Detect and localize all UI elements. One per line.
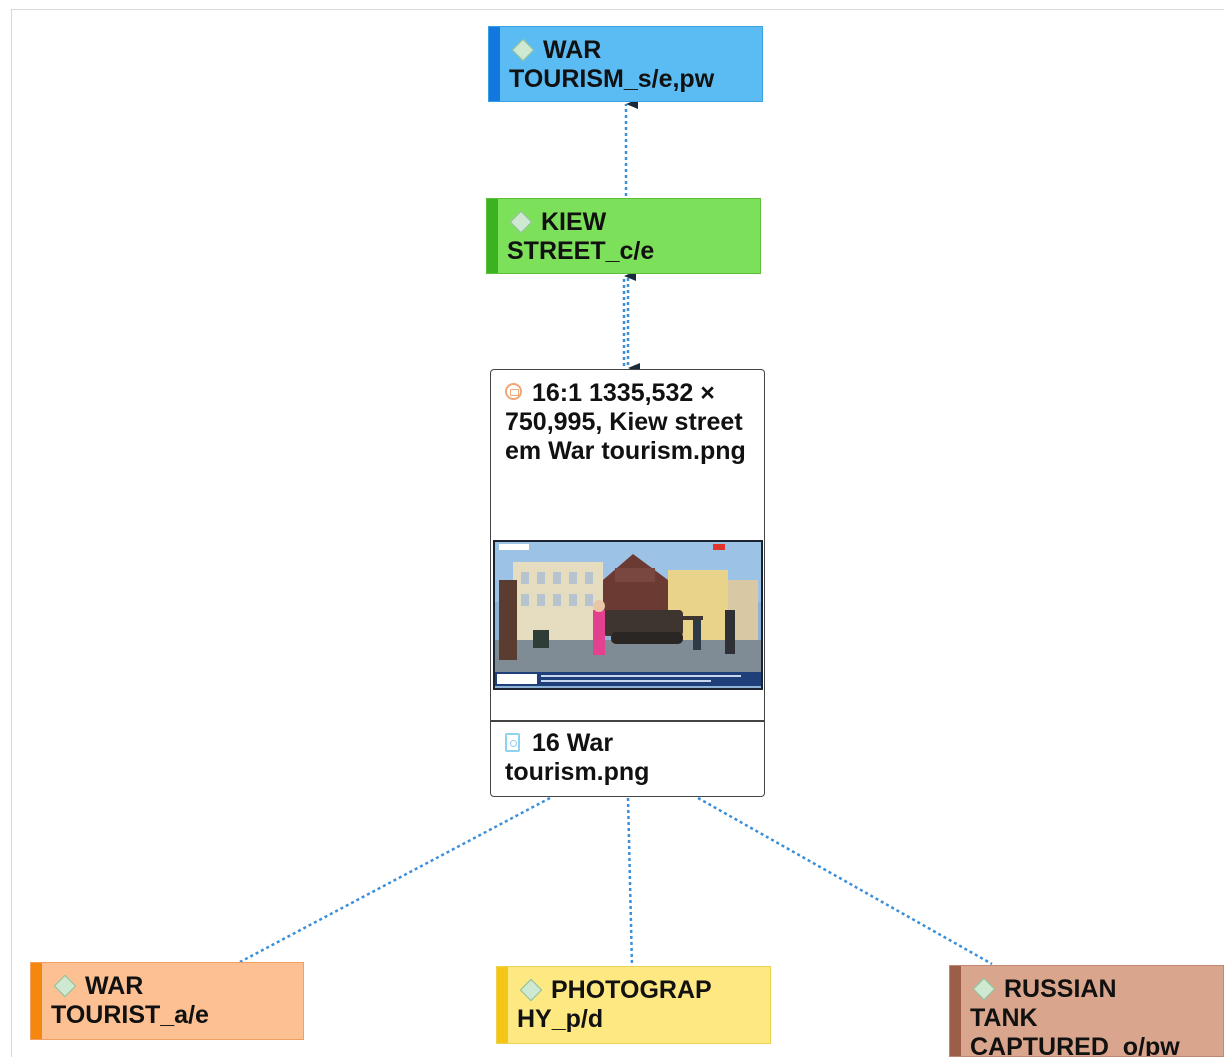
code-label: WAR TOURISM_s/e,pw [509,36,715,93]
code-color-bar [487,199,498,273]
code-node-war-tourism[interactable]: WAR TOURISM_s/e,pw [488,26,763,102]
code-node-photography[interactable]: PHOTOGRAP HY_p/d [496,966,771,1044]
diamond-icon [511,38,535,62]
diamond-icon [519,978,543,1002]
document-label: 16 War tourism.png [505,729,650,786]
code-node-war-tourist[interactable]: WAR TOURIST_a/e [30,962,304,1040]
link-document-to-war-tourist[interactable] [239,796,551,964]
document-header: 16 War tourism.png [505,729,755,787]
link-document-to-photography[interactable] [626,797,634,967]
diamond-icon [509,210,533,234]
diamond-icon [972,977,996,1001]
code-color-bar [497,967,508,1043]
image-file-icon [505,733,520,752]
quotation-divider [491,720,764,722]
code-label: WAR TOURIST_a/e [51,972,209,1029]
camera-icon [505,383,522,400]
code-label: KIEW STREET_c/e [507,208,655,265]
code-label: PHOTOGRAP HY_p/d [517,976,712,1033]
diamond-icon [53,974,77,998]
code-node-russian-tank[interactable]: RUSSIAN TANK CAPTURED_o/pw [949,965,1224,1057]
code-node-kiew-street[interactable]: KIEW STREET_c/e [486,198,761,274]
quotation-node[interactable]: 16:1 1335,532 × 750,995, Kiew street em … [490,369,765,797]
code-color-bar [489,27,500,101]
quotation-thumbnail-image[interactable] [493,540,763,690]
quotation-label: 16:1 1335,532 × 750,995, Kiew street em … [505,379,746,465]
canvas-top-border [12,9,1224,10]
quotation-header: 16:1 1335,532 × 750,995, Kiew street em … [505,379,755,466]
canvas-left-border [11,9,12,1057]
code-color-bar [950,966,961,1056]
link-document-to-russian-tank[interactable] [697,796,993,966]
code-color-bar [31,963,42,1039]
code-label: RUSSIAN TANK CAPTURED_o/pw [970,975,1180,1057]
